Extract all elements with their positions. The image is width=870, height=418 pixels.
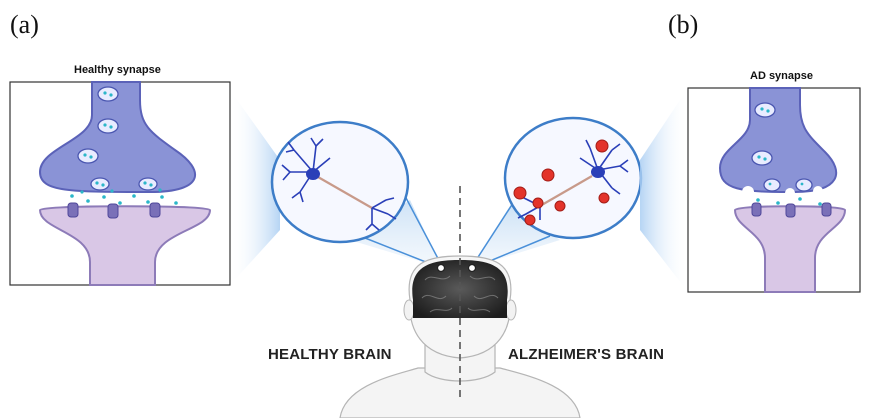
alzheimers-brain-caption: ALZHEIMER'S BRAIN xyxy=(508,346,664,363)
ad-inset-beam xyxy=(640,88,688,292)
healthy-brain-caption: HEALTHY BRAIN xyxy=(268,346,392,363)
ad-synapse-title: AD synapse xyxy=(750,70,813,82)
healthy-synapse-title: Healthy synapse xyxy=(74,64,161,76)
healthy-neuron-soma xyxy=(306,168,320,180)
ad-synapse-inset xyxy=(640,88,860,292)
panel-label-b: (b) xyxy=(668,10,698,40)
ad-anchor-point xyxy=(469,265,476,272)
healthy-anchor-point xyxy=(438,265,445,272)
panel-label-a: (a) xyxy=(10,10,39,40)
healthy-neuron-magnifier xyxy=(272,122,443,268)
healthy-synapse-inset xyxy=(10,82,280,285)
ad-neuron-soma xyxy=(591,166,605,178)
ad-neuron-magnifier xyxy=(470,118,641,268)
healthy-magnifier-lens xyxy=(272,122,408,242)
